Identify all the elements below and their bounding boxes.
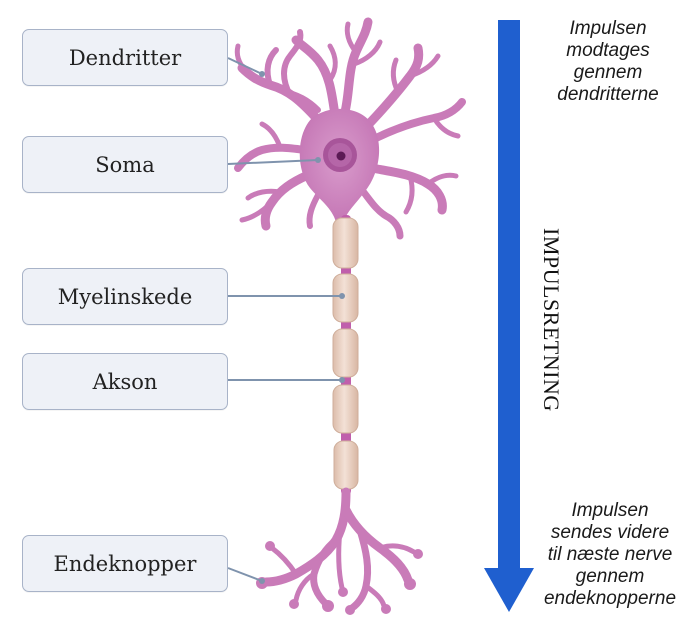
label-soma: Soma bbox=[22, 136, 228, 193]
label-terminals: Endeknopper bbox=[22, 535, 228, 592]
myelin-segment bbox=[333, 329, 358, 377]
myelin-segment bbox=[333, 274, 358, 322]
myelin-segment bbox=[334, 441, 358, 489]
nucleolus bbox=[337, 152, 346, 161]
note-top: Impulsen modtages gennem dendritterne bbox=[528, 18, 688, 106]
myelin-segment bbox=[333, 385, 358, 433]
label-dendrites: Dendritter bbox=[22, 29, 228, 86]
label-axon: Akson bbox=[22, 353, 228, 410]
note-bottom: Impulsen sendes videre til næste nerve g… bbox=[528, 500, 692, 610]
label-myelin: Myelinskede bbox=[22, 268, 228, 325]
myelin-sheath bbox=[333, 218, 358, 489]
myelin-segment bbox=[333, 218, 358, 268]
impulse-direction-label: IMPULSRETNING bbox=[524, 205, 564, 435]
